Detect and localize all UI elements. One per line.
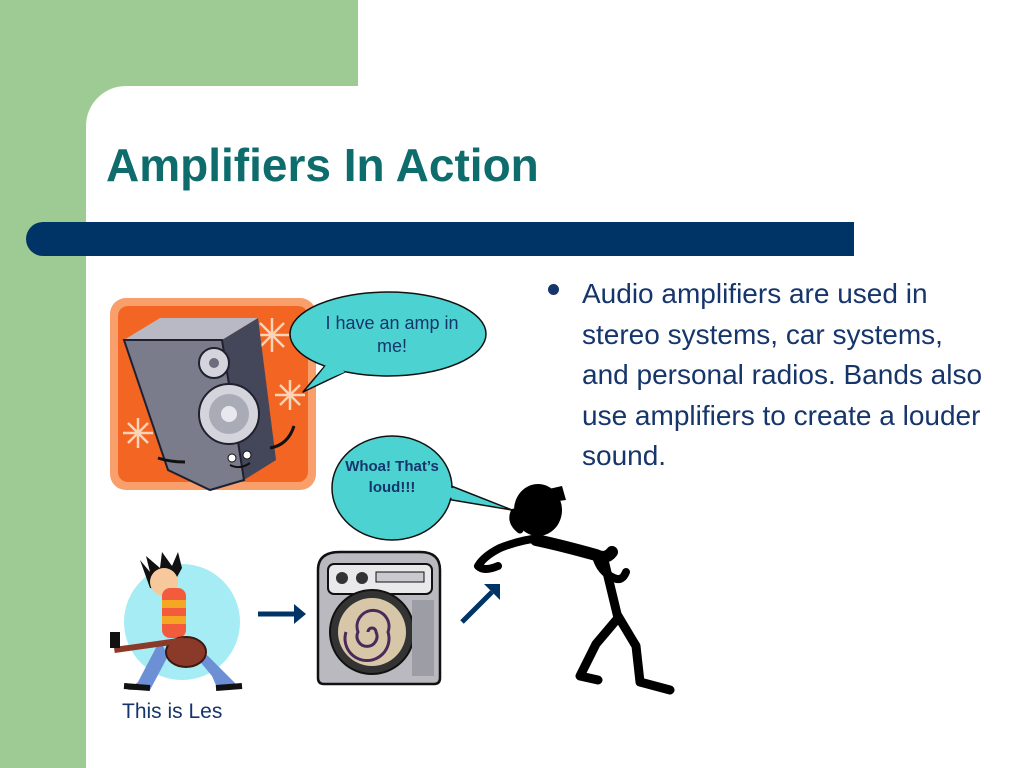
guitarist-les-clipart [110,552,243,691]
amplifier-clipart [316,550,442,686]
bullet-list: Audio amplifiers are used in stereo syst… [548,274,988,477]
speaker-bubble-text: I have an amp in me! [325,313,459,356]
slide-title: Amplifiers In Action [106,139,539,191]
listener-bubble-text: Whoa! That’s loud!!! [345,458,439,496]
listener-silhouette-clipart [474,484,675,695]
title-underline-bar [26,222,854,256]
guitarist-caption: This is Les [122,700,223,723]
arrow-right-icon [258,604,306,624]
speech-bubble-speaker [289,291,487,393]
bullet-item-text: Audio amplifiers are used in stereo syst… [582,278,983,471]
speaker-clipart [110,298,316,492]
speech-bubble-listener [331,435,513,541]
arrow-up-right-icon [460,584,500,624]
bullet-dot-icon [548,284,559,295]
